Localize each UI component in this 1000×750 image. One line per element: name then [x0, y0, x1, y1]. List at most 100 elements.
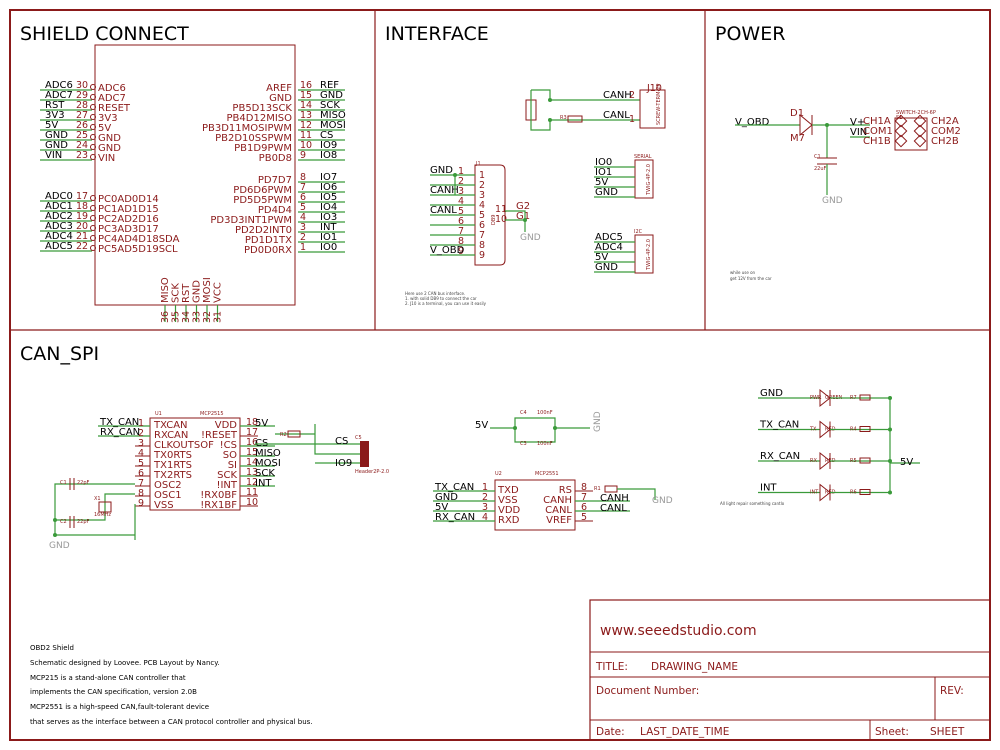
shield-right-net: SCK	[320, 100, 340, 111]
shield-right-pin-number: 5	[300, 202, 306, 213]
db9-pin-inner-number: 4	[479, 200, 485, 211]
diode-d1	[799, 113, 813, 137]
shield-right-pin-name: PD3D3INT1PWM	[210, 215, 292, 226]
c4-value: 100nF	[537, 410, 553, 416]
j10-net-canh: CANH	[603, 90, 632, 101]
shield-left-net: 3V3	[45, 110, 65, 121]
docnum-label: Document Number:	[596, 685, 699, 697]
shield-pin-marker	[90, 225, 96, 231]
shield-right-net: CS	[320, 130, 333, 141]
shield-right-pin-name: AREF	[266, 83, 292, 94]
u2-right-net: CANL	[600, 503, 627, 514]
db9-pin-number: 9	[458, 246, 464, 257]
iic-part-name: TWIG-4P-2.0	[646, 239, 652, 271]
wire-rs-gnd	[617, 488, 656, 500]
u1-right-pin-name: !RESET	[201, 430, 238, 441]
led-ref: PWR	[810, 395, 822, 401]
db9-pin-inner-number: 6	[479, 220, 485, 231]
shield-bottom-pin-number: 32	[202, 311, 213, 323]
shield-right-pin-name: PD7D7	[258, 175, 292, 186]
u1-left-pin-name: TX2RTS	[153, 470, 192, 481]
u2-left-pin-number: 1	[482, 482, 488, 493]
shield-left-pin-name: 5V	[98, 123, 111, 134]
shield-left-net: ADC0	[45, 191, 73, 202]
r1-label: R1	[594, 486, 601, 492]
c5-net-io9: IO9	[335, 458, 352, 469]
interface-note-2: 1. with solid DB9 to connect the car	[405, 296, 477, 301]
u1-left-pin-number: 9	[138, 498, 144, 509]
shield-left-pin-number: 20	[76, 221, 88, 232]
u1-right-net: MISO	[255, 448, 281, 459]
date-label: Date:	[596, 726, 625, 738]
shield-right-net: GND	[320, 90, 343, 101]
shield-right-pin-number: 1	[300, 242, 306, 253]
wire-canh-term	[531, 89, 640, 101]
db9-pin-g1: G1	[516, 211, 530, 222]
shield-bottom-pin-number: 33	[192, 311, 203, 323]
shield-left-net: GND	[45, 140, 68, 151]
shield-bottom-pin-number: 31	[213, 311, 224, 323]
title-block: www.seeedstudio.com TITLE: DRAWING_NAME …	[589, 599, 991, 741]
title-label: TITLE:	[595, 661, 628, 673]
shield-right-pin-name: PB0D8	[259, 153, 292, 164]
date-value: LAST_DATE_TIME	[640, 726, 729, 738]
led-ref: TX	[809, 427, 817, 433]
u1-right-pin-name: !INT	[216, 480, 237, 491]
u1-ref: U1	[155, 411, 162, 417]
shield-left-pin-name: PC3AD3D17	[98, 224, 159, 235]
note-line-3: MCP215 is a stand-alone CAN controller t…	[30, 674, 186, 682]
switch-contact-left	[894, 134, 908, 148]
u2-mcp2551-body	[494, 479, 576, 531]
decouple-gnd: GND	[593, 411, 603, 432]
led-net: TX_CAN	[759, 420, 799, 431]
led-net: INT	[760, 483, 777, 494]
u1-right-pin-name: VDD	[215, 420, 238, 431]
power-block: V_OBD D1 M7 C1 22uF GND V+ VIN SWITCH-2C…	[730, 108, 961, 281]
shield-right-pin-number: 6	[300, 192, 306, 203]
u1-right-net: 5V	[255, 418, 268, 429]
u2-left-pin-name: RXD	[498, 515, 520, 526]
u2-right-pin-number: 7	[581, 492, 587, 503]
shield-left-pin-number: 19	[76, 211, 88, 222]
db9-pin-net: CANL	[430, 205, 457, 216]
shield-bottom-pin-number: 36	[160, 311, 171, 323]
shield-right-pin-number: 8	[300, 172, 306, 183]
section-title-power: POWER	[715, 23, 785, 45]
u1-left-net: RX_CAN	[100, 427, 140, 438]
shield-right-pin-number: 2	[300, 232, 306, 243]
r3-label: R3	[560, 115, 567, 121]
shield-left-net: ADC2	[45, 211, 73, 222]
shield-right-net: MISO	[320, 110, 346, 121]
shield-right-pin-number: 9	[300, 150, 306, 161]
db9-pin-number: 6	[458, 216, 464, 227]
power-note-2: get 12V from the car	[730, 276, 772, 281]
u1-left-pin-number: 2	[138, 428, 144, 439]
db9-gnd-symbol: GND	[520, 233, 541, 243]
shield-left-pin-number: 22	[76, 241, 88, 252]
u1-left-pin-number: 6	[138, 468, 144, 479]
switch-contact-right	[913, 134, 927, 148]
c5-name: Header2P-2.0	[355, 469, 389, 475]
shield-left-net: RST	[45, 100, 65, 111]
iic-connector	[634, 234, 654, 274]
interface-block: R3 CANH CANL 2 1 J10 SCREW-TERM-2P J1 DB…	[405, 83, 666, 306]
power-note-1: while use on	[730, 270, 756, 275]
u1-mcp2515-body	[149, 417, 241, 511]
note-line-6: that serves as the interface between a C…	[30, 718, 313, 726]
u2-left-pin-number: 3	[482, 502, 488, 513]
j10-screw-terminal	[639, 89, 666, 129]
shield-right-pin-number: 12	[300, 120, 312, 131]
iic-pin-net: GND	[595, 262, 618, 273]
c1-osc-ref: C1	[60, 480, 67, 486]
section-title-can-spi: CAN_SPI	[20, 343, 99, 365]
shield-pin-marker	[90, 195, 96, 201]
led-diode-int	[819, 483, 831, 502]
shield-right-pin-name: PD0D0RX	[244, 245, 292, 256]
shield-bottom-pin-name: MISO	[160, 277, 171, 303]
switch-left-label: CH1B	[863, 136, 891, 147]
